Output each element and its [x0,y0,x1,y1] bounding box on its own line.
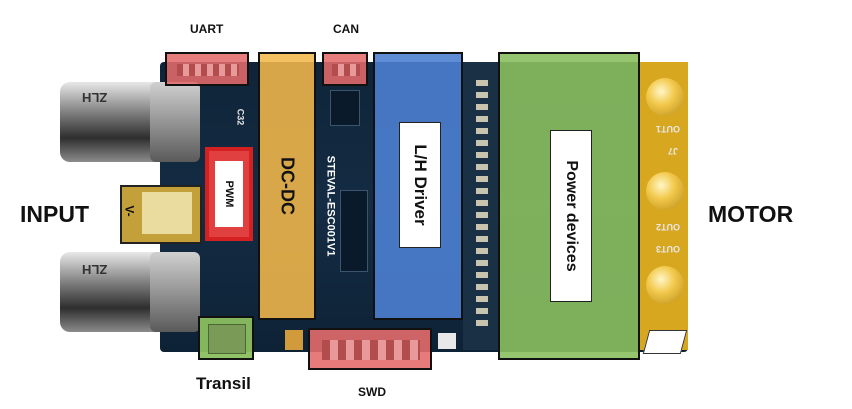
silk-out1: OUT1 [656,124,681,134]
transil-body [208,324,246,354]
power-devices-highlight: Power devices [498,52,640,360]
pwm-label-box: PWM [215,161,243,227]
silk-c32: C32 [235,108,246,126]
capacitor-top-cap [150,82,200,162]
small-chip [330,90,360,126]
power-devices-label-box: Power devices [550,130,592,302]
mcu-chip [340,190,368,272]
motor-terminal-2 [646,172,684,210]
pwm-label: PWM [223,180,235,208]
st-logo [642,330,688,354]
swd-label: SWD [358,385,386,399]
gate-resistors [476,80,488,330]
uart-label: UART [190,22,224,36]
swd-side-component [438,333,456,349]
dcdc-highlight: DC-DC [258,52,316,320]
swd-pins [322,340,420,360]
silk-vminus: V- [122,205,137,217]
transil-label: Transil [196,374,251,393]
can-pins [332,64,360,76]
lh-driver-highlight: L/H Driver [373,52,463,320]
silk-out3: OUT3 [656,244,681,254]
can-label: CAN [333,22,359,36]
silk-out2: OUT2 [656,222,681,232]
motor-label: MOTOR [708,201,794,227]
motor-terminal-1 [646,78,684,116]
transil-highlight [198,316,254,360]
cap-marking-top: ZLH [82,90,108,105]
swd-connector-highlight [308,328,432,370]
motor-terminal-3 [646,266,684,304]
lh-driver-label: L/H Driver [411,144,430,226]
uart-pins [177,64,239,76]
power-devices-label: Power devices [563,160,580,272]
silk-j7: J7 [668,146,679,156]
transil-side-component [285,330,303,350]
capacitor-bottom-cap [150,252,200,332]
pwm-highlight: PWM [205,147,253,241]
dcdc-label: DC-DC [277,157,298,215]
can-connector-highlight [322,52,368,86]
input-connector-inner [142,192,192,234]
input-label: INPUT [20,201,89,227]
board-name-silk: STEVAL-ESC001V1 [324,155,337,257]
lh-driver-label-box: L/H Driver [399,122,441,248]
uart-connector-highlight [165,52,249,86]
cap-marking-bottom: ZLH [82,262,108,277]
